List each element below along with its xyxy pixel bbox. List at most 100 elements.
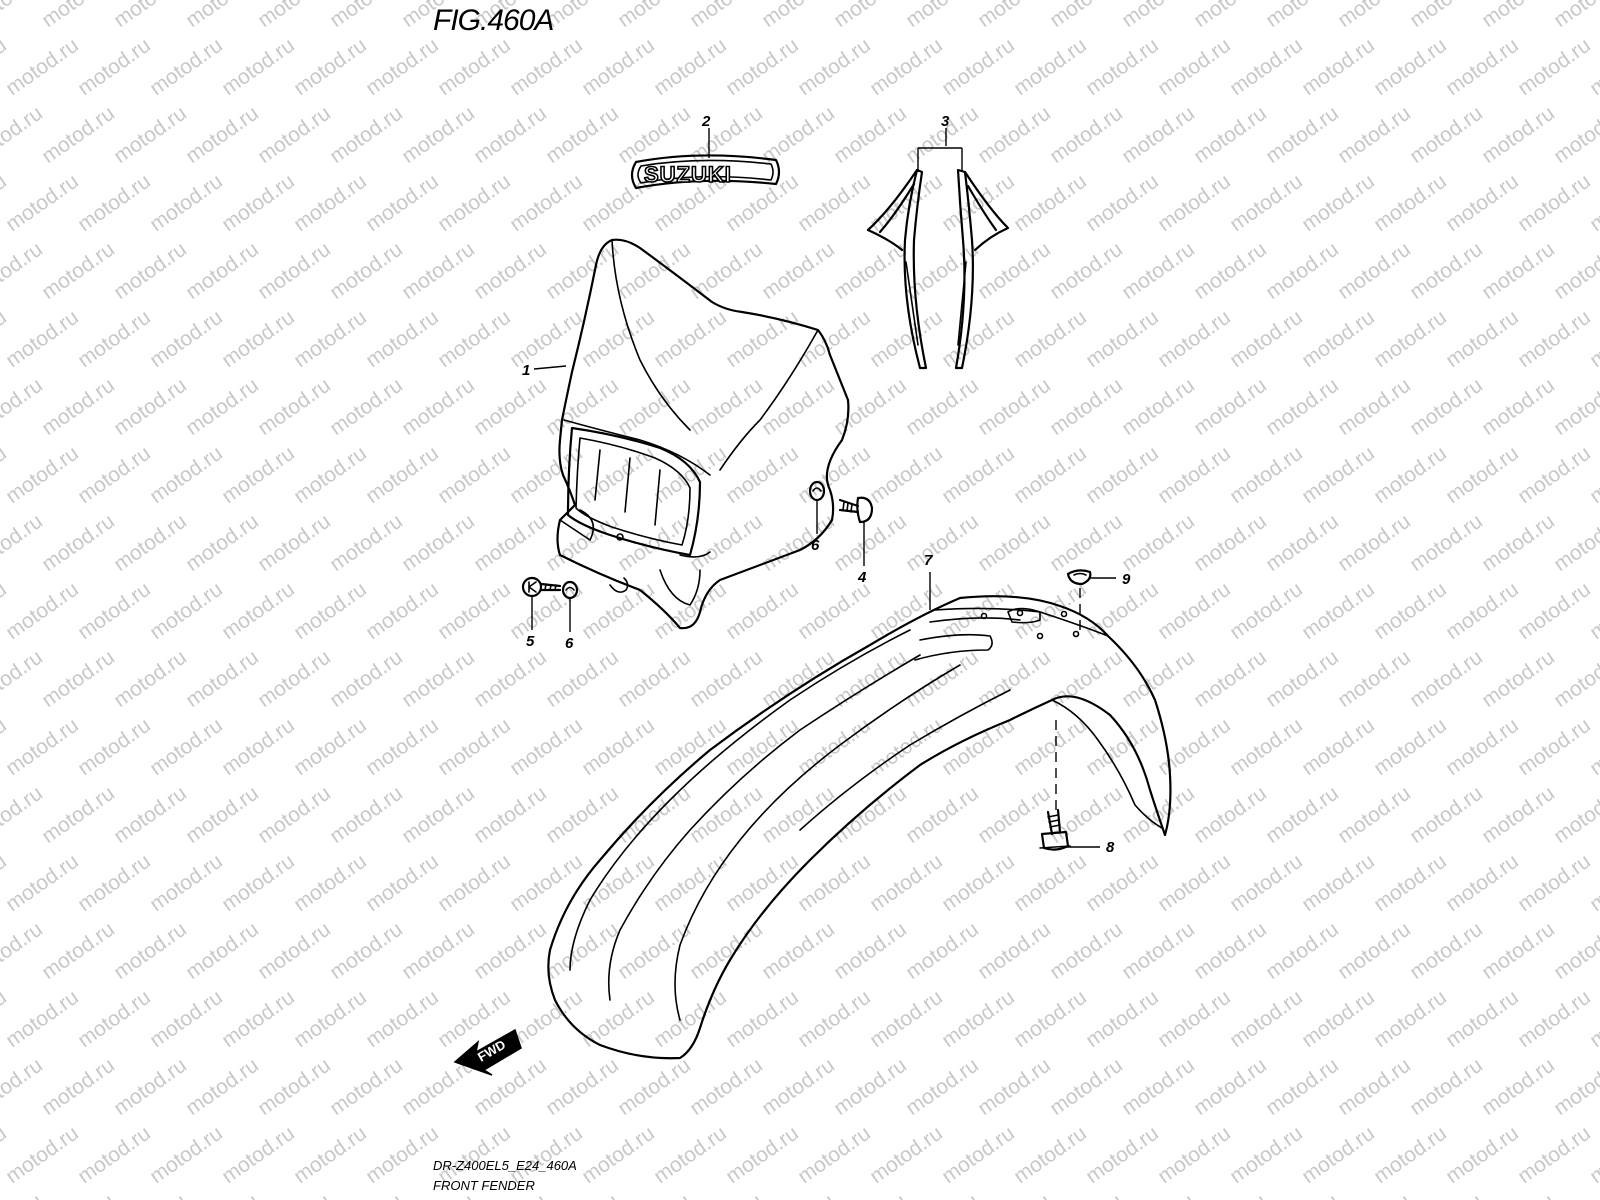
callout-7: 7	[924, 552, 933, 569]
watermark-text: motod.ru	[1082, 1122, 1163, 1188]
watermark-text: motod.ru	[1478, 1190, 1559, 1200]
watermark-text: motod.ru	[794, 578, 875, 644]
watermark-text: motod.ru	[1298, 714, 1379, 780]
watermark-text: motod.ru	[1298, 34, 1379, 100]
watermark-text: motod.ru	[470, 238, 551, 304]
watermark-text: motod.ru	[146, 850, 227, 916]
nut-9[interactable]	[1066, 569, 1092, 586]
fork-guard-stripes[interactable]	[866, 168, 1010, 370]
watermark-text: motod.ru	[1010, 714, 1091, 780]
watermark-text: motod.ru	[1226, 170, 1307, 236]
watermark-text: motod.ru	[1334, 1190, 1415, 1200]
watermark-text: motod.ru	[938, 442, 1019, 508]
watermark-text: motod.ru	[1010, 170, 1091, 236]
watermark-text: motod.ru	[2, 714, 83, 780]
watermark-text: motod.ru	[110, 510, 191, 576]
watermark-text: motod.ru	[1118, 646, 1199, 712]
watermark-text: motod.ru	[1154, 442, 1235, 508]
watermark-text: motod.ru	[434, 714, 515, 780]
watermark-text: motod.ru	[902, 1054, 983, 1120]
watermark-text: motod.ru	[1190, 374, 1271, 440]
watermark-text: motod.ru	[902, 510, 983, 576]
watermark-text: motod.ru	[1154, 170, 1235, 236]
watermark-text: motod.ru	[938, 986, 1019, 1052]
watermark-text: motod.ru	[2, 442, 83, 508]
watermark-text: motod.ru	[434, 306, 515, 372]
watermark-text: motod.ru	[1118, 0, 1199, 32]
screw-5[interactable]	[521, 576, 562, 598]
watermark-text: motod.ru	[182, 646, 263, 712]
watermark-text: motod.ru	[1334, 782, 1415, 848]
watermark-text: motod.ru	[722, 578, 803, 644]
footer-name: FRONT FENDER	[433, 1178, 535, 1193]
watermark-text: motod.ru	[290, 714, 371, 780]
watermark-text: motod.ru	[218, 306, 299, 372]
watermark-text: motod.ru	[1046, 102, 1127, 168]
watermark-text: motod.ru	[182, 1190, 263, 1200]
watermark-text: motod.ru	[254, 782, 335, 848]
callout-8: 8	[1106, 839, 1115, 856]
watermark-text: motod.ru	[1442, 850, 1523, 916]
watermark-text: motod.ru	[1190, 1190, 1271, 1200]
watermark-text: motod.ru	[1550, 1190, 1600, 1200]
watermark-text: motod.ru	[74, 306, 155, 372]
watermark-text: motod.ru	[938, 850, 1019, 916]
watermark-text: motod.ru	[1226, 578, 1307, 644]
watermark-text: motod.ru	[470, 510, 551, 576]
watermark-text: motod.ru	[1442, 442, 1523, 508]
watermark-text: motod.ru	[1010, 986, 1091, 1052]
headlight-cover[interactable]	[556, 238, 850, 630]
watermark-text: motod.ru	[614, 918, 695, 984]
watermark-text: motod.ru	[1118, 102, 1199, 168]
watermark-text: motod.ru	[830, 1054, 911, 1120]
watermark-text: motod.ru	[2, 578, 83, 644]
watermark-text: motod.ru	[290, 306, 371, 372]
watermark-text: motod.ru	[542, 238, 623, 304]
watermark-text: motod.ru	[2, 986, 83, 1052]
watermark-text: motod.ru	[1442, 986, 1523, 1052]
watermark-text: motod.ru	[1370, 714, 1451, 780]
watermark-text: motod.ru	[578, 1122, 659, 1188]
watermark-text: motod.ru	[902, 102, 983, 168]
watermark-text: motod.ru	[866, 34, 947, 100]
watermark-text: motod.ru	[362, 442, 443, 508]
watermark-text: motod.ru	[578, 34, 659, 100]
watermark-text: motod.ru	[1046, 1054, 1127, 1120]
watermark-text: motod.ru	[254, 1054, 335, 1120]
watermark-text: motod.ru	[0, 918, 47, 984]
front-fender[interactable]	[547, 595, 1172, 1060]
watermark-text: motod.ru	[1010, 850, 1091, 916]
watermark-text: motod.ru	[506, 850, 587, 916]
bolt-8[interactable]	[1039, 808, 1071, 851]
watermark-text: motod.ru	[254, 238, 335, 304]
watermark-text: motod.ru	[1046, 918, 1127, 984]
watermark-text: motod.ru	[974, 1054, 1055, 1120]
watermark-text: motod.ru	[0, 646, 47, 712]
watermark-text: motod.ru	[686, 0, 767, 32]
watermark-text: motod.ru	[290, 986, 371, 1052]
watermark-text: motod.ru	[38, 374, 119, 440]
watermark-text: motod.ru	[74, 986, 155, 1052]
watermark-text: motod.ru	[0, 1190, 47, 1200]
watermark-text: motod.ru	[1118, 1054, 1199, 1120]
watermark-text: motod.ru	[650, 986, 731, 1052]
watermark-text: motod.ru	[398, 782, 479, 848]
watermark-text: motod.ru	[290, 1122, 371, 1188]
watermark-text: motod.ru	[1190, 646, 1271, 712]
watermark-text: motod.ru	[38, 918, 119, 984]
watermark-text: motod.ru	[146, 1122, 227, 1188]
watermark-text: motod.ru	[578, 714, 659, 780]
suzuki-emblem[interactable]: SUZUKI	[630, 154, 781, 190]
watermark-text: motod.ru	[650, 34, 731, 100]
watermark-text: motod.ru	[1334, 0, 1415, 32]
watermark-text: motod.ru	[1046, 1190, 1127, 1200]
watermark-text: motod.ru	[1334, 918, 1415, 984]
watermark-text: motod.ru	[1370, 306, 1451, 372]
screw-4[interactable]	[838, 496, 874, 524]
watermark-text: motod.ru	[1478, 374, 1559, 440]
watermark-text: motod.ru	[38, 238, 119, 304]
watermark-text: motod.ru	[1298, 578, 1379, 644]
watermark-text: motod.ru	[1550, 238, 1600, 304]
watermark-text: motod.ru	[614, 1190, 695, 1200]
